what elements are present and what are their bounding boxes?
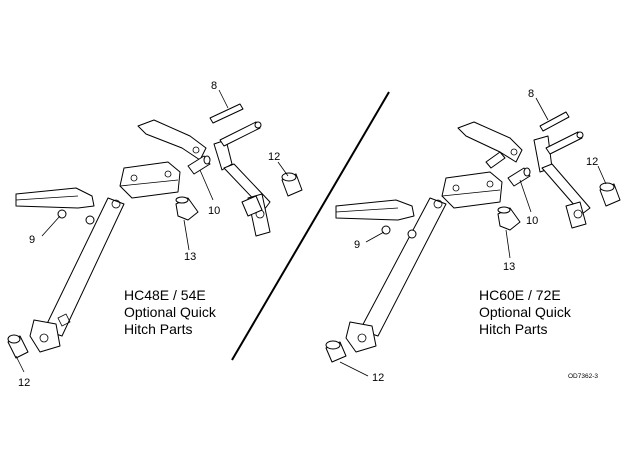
right-bushing-12-lower — [325, 340, 347, 363]
right-flat-bar — [335, 199, 415, 221]
left-title-line-3: Hitch Parts — [124, 321, 192, 337]
right-title-line-1: HC60E / 72E — [479, 287, 561, 303]
left-bushing-12-lower — [7, 334, 29, 359]
right-bushing-12-upper — [599, 182, 621, 207]
left-long-arm — [29, 197, 125, 353]
left-leaders — [15, 89, 289, 373]
right-title-line-2: Optional Quick — [479, 304, 572, 320]
callout-10: 10 — [526, 215, 538, 227]
left-bracket — [119, 161, 181, 199]
callout-12: 12 — [18, 377, 30, 389]
right-assembly: 8 9 10 12 13 12 HC60E / 72E Optional Qui… — [325, 88, 621, 384]
left-assembly: 8 9 10 12 13 12 HC48E / 54E Optional Qui… — [7, 80, 303, 389]
callout-10: 10 — [208, 205, 220, 217]
left-title-line-1: HC48E / 54E — [124, 287, 206, 303]
right-spacer — [485, 151, 531, 187]
right-bracket — [441, 171, 503, 209]
left-bushing-13 — [175, 196, 199, 221]
left-bolts — [209, 103, 262, 147]
callout-13: 13 — [503, 261, 515, 273]
left-title-line-2: Optional Quick — [124, 304, 217, 320]
right-long-arm — [345, 197, 447, 353]
callout-12: 12 — [586, 156, 598, 168]
right-upper-arm — [457, 121, 523, 163]
divider-line — [231, 91, 390, 361]
right-leaders — [339, 97, 607, 377]
right-bolts — [539, 111, 584, 155]
left-side-link — [213, 139, 271, 237]
callout-8: 8 — [211, 80, 217, 92]
callout-12: 12 — [372, 372, 384, 384]
right-bushing-13 — [497, 206, 521, 231]
callout-8: 8 — [528, 88, 534, 100]
callout-9: 9 — [354, 239, 360, 251]
left-nuts — [57, 209, 95, 225]
drawing-code: OD7362-3 — [568, 373, 598, 380]
callout-13: 13 — [184, 251, 196, 263]
left-spacer — [187, 155, 211, 175]
left-bushing-12-upper — [241, 172, 303, 217]
right-title-line-3: Hitch Parts — [479, 321, 547, 337]
callout-9: 9 — [29, 234, 35, 246]
right-side-link — [533, 135, 591, 229]
callout-12: 12 — [268, 151, 280, 163]
left-upper-arm — [137, 119, 207, 161]
left-flat-bar — [15, 187, 95, 209]
right-nuts — [381, 225, 417, 239]
